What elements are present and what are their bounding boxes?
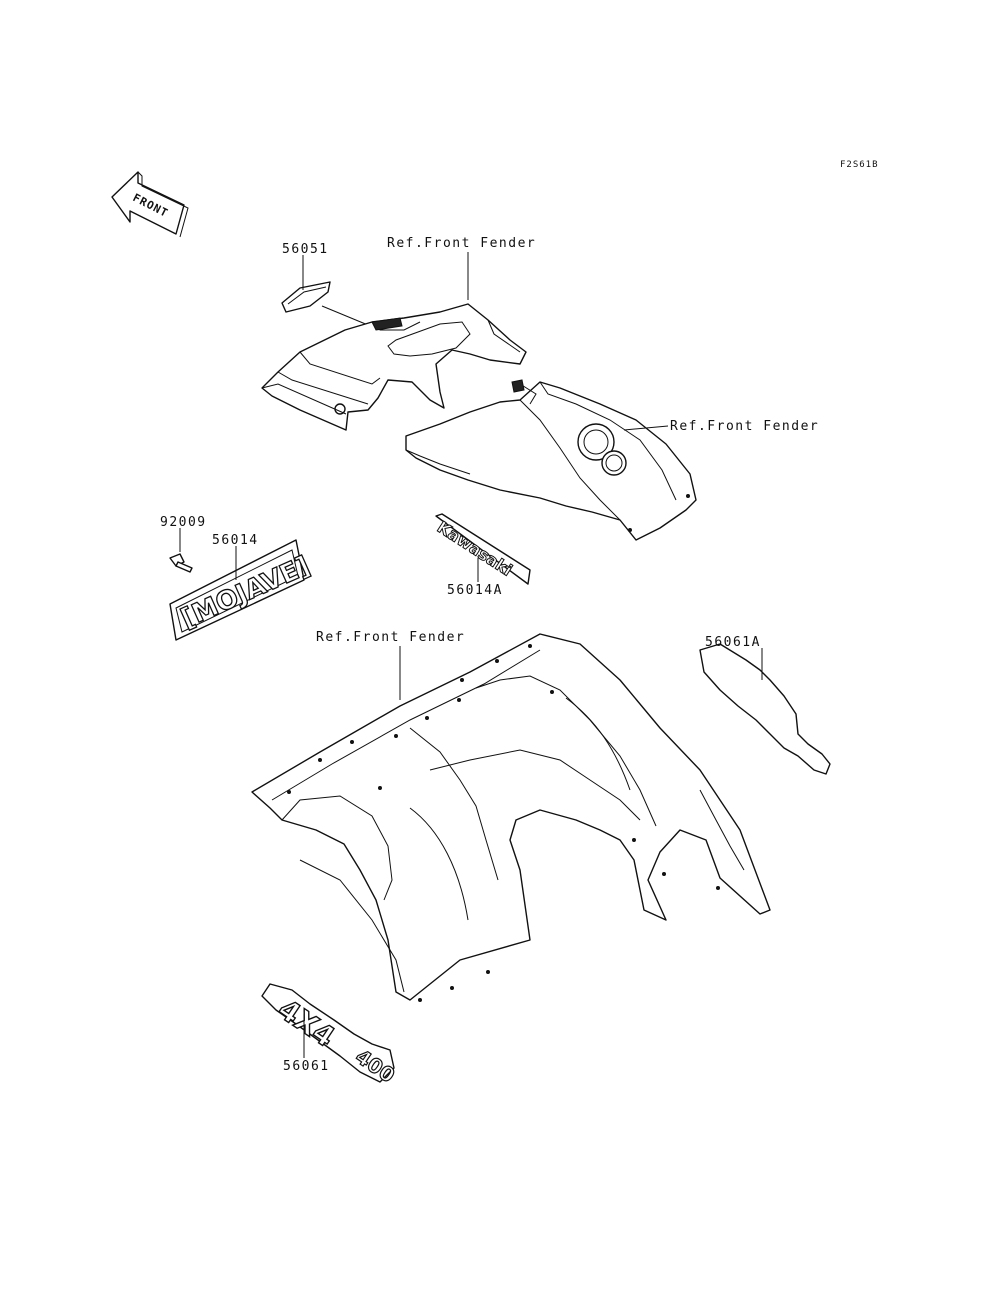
- callout-56014: 56014: [212, 533, 259, 548]
- main-fender-assembly: [251, 633, 771, 1002]
- callout-56061: 56061: [283, 1059, 330, 1074]
- decal-56014-mojave: [MOJAVE]: [169, 539, 315, 641]
- decal-56014A-kawasaki: Kawasaki: [433, 513, 531, 585]
- bolt-92009: [169, 553, 193, 573]
- callout-56014A: 56014A: [447, 583, 503, 598]
- callout-ref-top: Ref.Front Fender: [387, 236, 536, 251]
- middle-fender-assembly: [405, 379, 697, 541]
- top-fender-assembly: [261, 303, 527, 431]
- callout-ref-right: Ref.Front Fender: [670, 419, 819, 434]
- leader-ref-right: [623, 425, 669, 431]
- figure-code: F2S61B: [840, 160, 879, 170]
- kawasaki-decal-text: Kawasaki: [434, 517, 516, 579]
- callout-56051: 56051: [282, 242, 329, 257]
- part-56051-decal: [281, 281, 331, 313]
- callout-56061A: 56061A: [705, 635, 761, 650]
- front-direction-arrow: FRONT: [111, 171, 189, 238]
- callout-92009: 92009: [160, 515, 207, 530]
- decal-56061A: [699, 643, 831, 775]
- callout-ref-middle: Ref.Front Fender: [316, 630, 465, 645]
